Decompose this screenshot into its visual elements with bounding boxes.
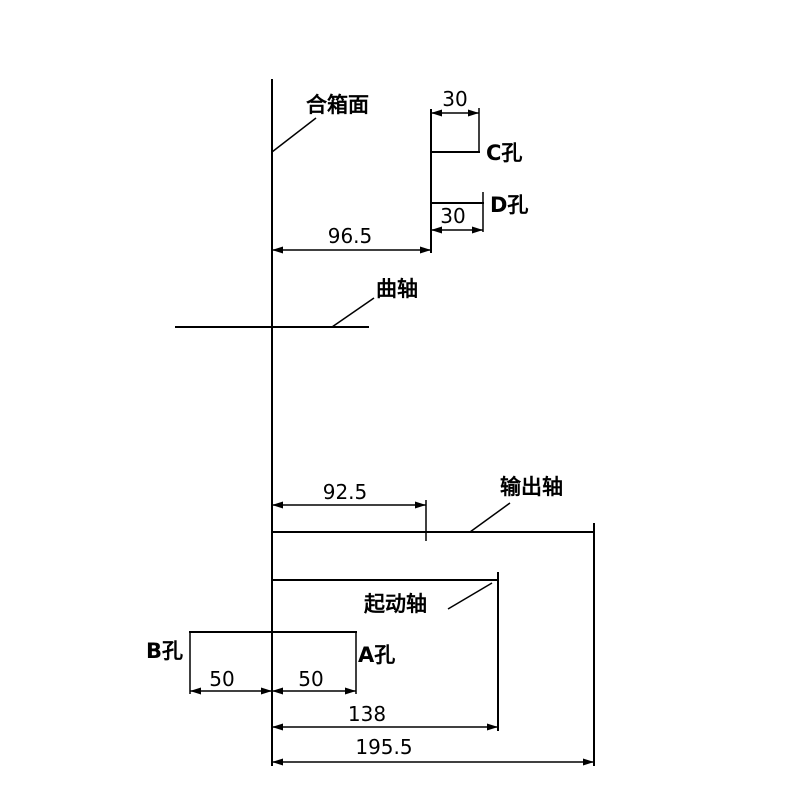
dimension-hole-b-offset-arrow-end — [261, 687, 272, 695]
dimension-output-length-arrow-end — [583, 758, 594, 766]
hole-b-label: B孔 — [146, 639, 183, 663]
dimension-starter-length — [272, 723, 498, 731]
dimension-starter-length-arrow-end — [487, 723, 498, 731]
crankshaft-label: 曲轴 — [376, 277, 418, 301]
dimension-parting-to-holes-arrow-start — [272, 246, 283, 254]
starter-shaft-label: 起动轴 — [363, 592, 427, 616]
hole-d-label: D孔 — [490, 193, 528, 217]
dimension-hole-b-offset-text: 50 — [209, 667, 234, 691]
dimension-hole-a-offset-text: 50 — [298, 667, 323, 691]
parting-face-label: 合箱面 — [306, 93, 369, 117]
dimension-hole-d-width-arrow-start — [431, 226, 442, 234]
starter-shaft-leader — [447, 582, 493, 610]
crankshaft-leader — [331, 297, 375, 328]
output-shaft-label: 输出轴 — [500, 475, 563, 499]
dimension-hole-c-width-arrow-end — [468, 109, 479, 117]
dimension-hole-a-offset — [272, 687, 356, 695]
parting-face-leader — [271, 117, 317, 153]
dimension-parting-to-holes-text: 96.5 — [328, 224, 373, 248]
dimension-hole-d-width-text: 30 — [440, 204, 465, 228]
dimension-hole-a-offset-arrow-start — [272, 687, 283, 695]
dimension-hole-d-width — [431, 226, 483, 234]
hole-c-label: C孔 — [486, 141, 522, 165]
dimension-hole-c-width-arrow-start — [431, 109, 442, 117]
dimension-hole-b-offset-arrow-start — [190, 687, 201, 695]
dimension-parting-to-output-arrow-start — [272, 501, 283, 509]
dimension-parting-to-output — [272, 501, 426, 509]
dimension-output-length — [272, 758, 594, 766]
dimension-hole-c-width-text: 30 — [442, 87, 467, 111]
dimension-parting-to-output-arrow-end — [415, 501, 426, 509]
dimension-output-length-text: 195.5 — [355, 735, 412, 759]
dimension-hole-c-width — [431, 109, 479, 117]
dimension-hole-d-width-arrow-end — [472, 226, 483, 234]
dimension-hole-b-offset — [190, 687, 272, 695]
output-shaft-leader — [469, 502, 511, 533]
dimension-parting-to-output-text: 92.5 — [323, 480, 368, 504]
dimension-starter-length-text: 138 — [348, 702, 386, 726]
dimension-output-length-arrow-start — [272, 758, 283, 766]
dimension-parting-to-holes — [272, 246, 431, 254]
dimension-starter-length-arrow-start — [272, 723, 283, 731]
dimension-parting-to-holes-arrow-end — [420, 246, 431, 254]
dimension-hole-a-offset-arrow-end — [345, 687, 356, 695]
hole-a-label: A孔 — [358, 643, 395, 667]
